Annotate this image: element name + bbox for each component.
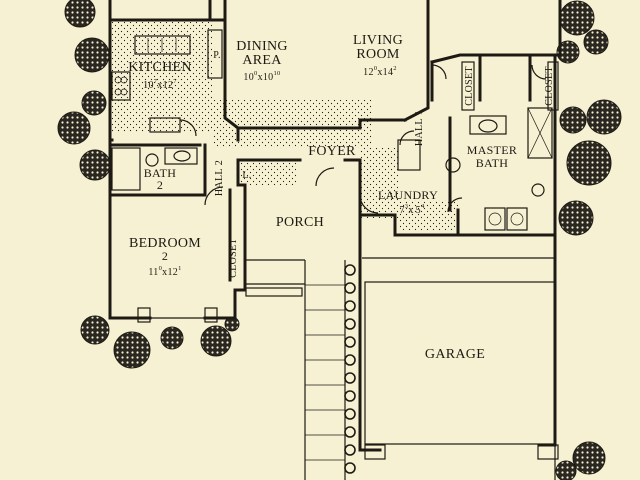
shrub-icon <box>113 331 151 369</box>
linen-closet-label: L. <box>242 170 251 181</box>
shrub-icon <box>200 325 232 357</box>
border-stones <box>344 264 356 474</box>
hall-1-label: HALL1 <box>414 110 425 146</box>
bath-2-label: BATH <box>144 166 177 180</box>
shrub-icon <box>559 0 595 36</box>
shrub-icon <box>80 315 110 345</box>
dining-area-dimensions: 100x1010 <box>243 70 280 83</box>
shrub-icon <box>81 90 107 116</box>
walkway <box>304 260 356 480</box>
shrub-icon <box>556 40 580 64</box>
bedroom-2-dimensions: 110x121 <box>148 265 181 278</box>
fixtures <box>111 29 559 480</box>
shrub-icon <box>558 200 594 236</box>
foyer-label: FOYER <box>308 144 356 159</box>
closet-label-left: CLOSET <box>464 66 475 106</box>
dining-area-label: DINING <box>236 39 288 54</box>
shrub-icon <box>559 106 587 134</box>
shrub-icon <box>64 0 96 28</box>
living-room-dimensions: 120x142 <box>363 65 397 78</box>
shrub-icon <box>57 111 91 145</box>
pantry-label: P. <box>213 50 221 61</box>
room-labels: KITCHEN 107x127 P. DINING AREA 100x1010 … <box>128 33 555 362</box>
bedroom-2-number: 2 <box>162 249 168 263</box>
kitchen-label: KITCHEN <box>128 60 192 75</box>
shrub-icon <box>583 29 609 55</box>
living-room-label-line2: ROOM <box>356 47 399 62</box>
kitchen-dimensions: 107x127 <box>143 78 177 91</box>
master-bath-label-line2: BATH <box>476 156 509 170</box>
hall-2-label: HALL2 <box>214 160 225 196</box>
master-bath-label: MASTER <box>467 143 517 157</box>
shrub-icon <box>555 460 577 480</box>
shrub-icon <box>572 441 606 475</box>
porch-label: PORCH <box>276 215 324 230</box>
closet-label-bedroom: CLOSET <box>228 238 239 278</box>
shrub-icon <box>566 140 612 186</box>
garage-label: GARAGE <box>425 347 485 362</box>
shrub-icon <box>74 37 110 73</box>
landscaping <box>57 0 622 480</box>
living-room-label: LIVING <box>353 33 403 48</box>
bedroom-2-label: BEDROOM <box>129 236 201 251</box>
shrub-icon <box>79 149 111 181</box>
closet-label-right: CLOSET <box>544 66 555 106</box>
laundry-label: LAUNDRY <box>378 188 438 202</box>
bath-2-number: 2 <box>157 178 163 192</box>
shrub-icon <box>160 326 184 350</box>
dining-area-label-line2: AREA <box>242 53 282 68</box>
shrub-icon <box>586 99 622 135</box>
